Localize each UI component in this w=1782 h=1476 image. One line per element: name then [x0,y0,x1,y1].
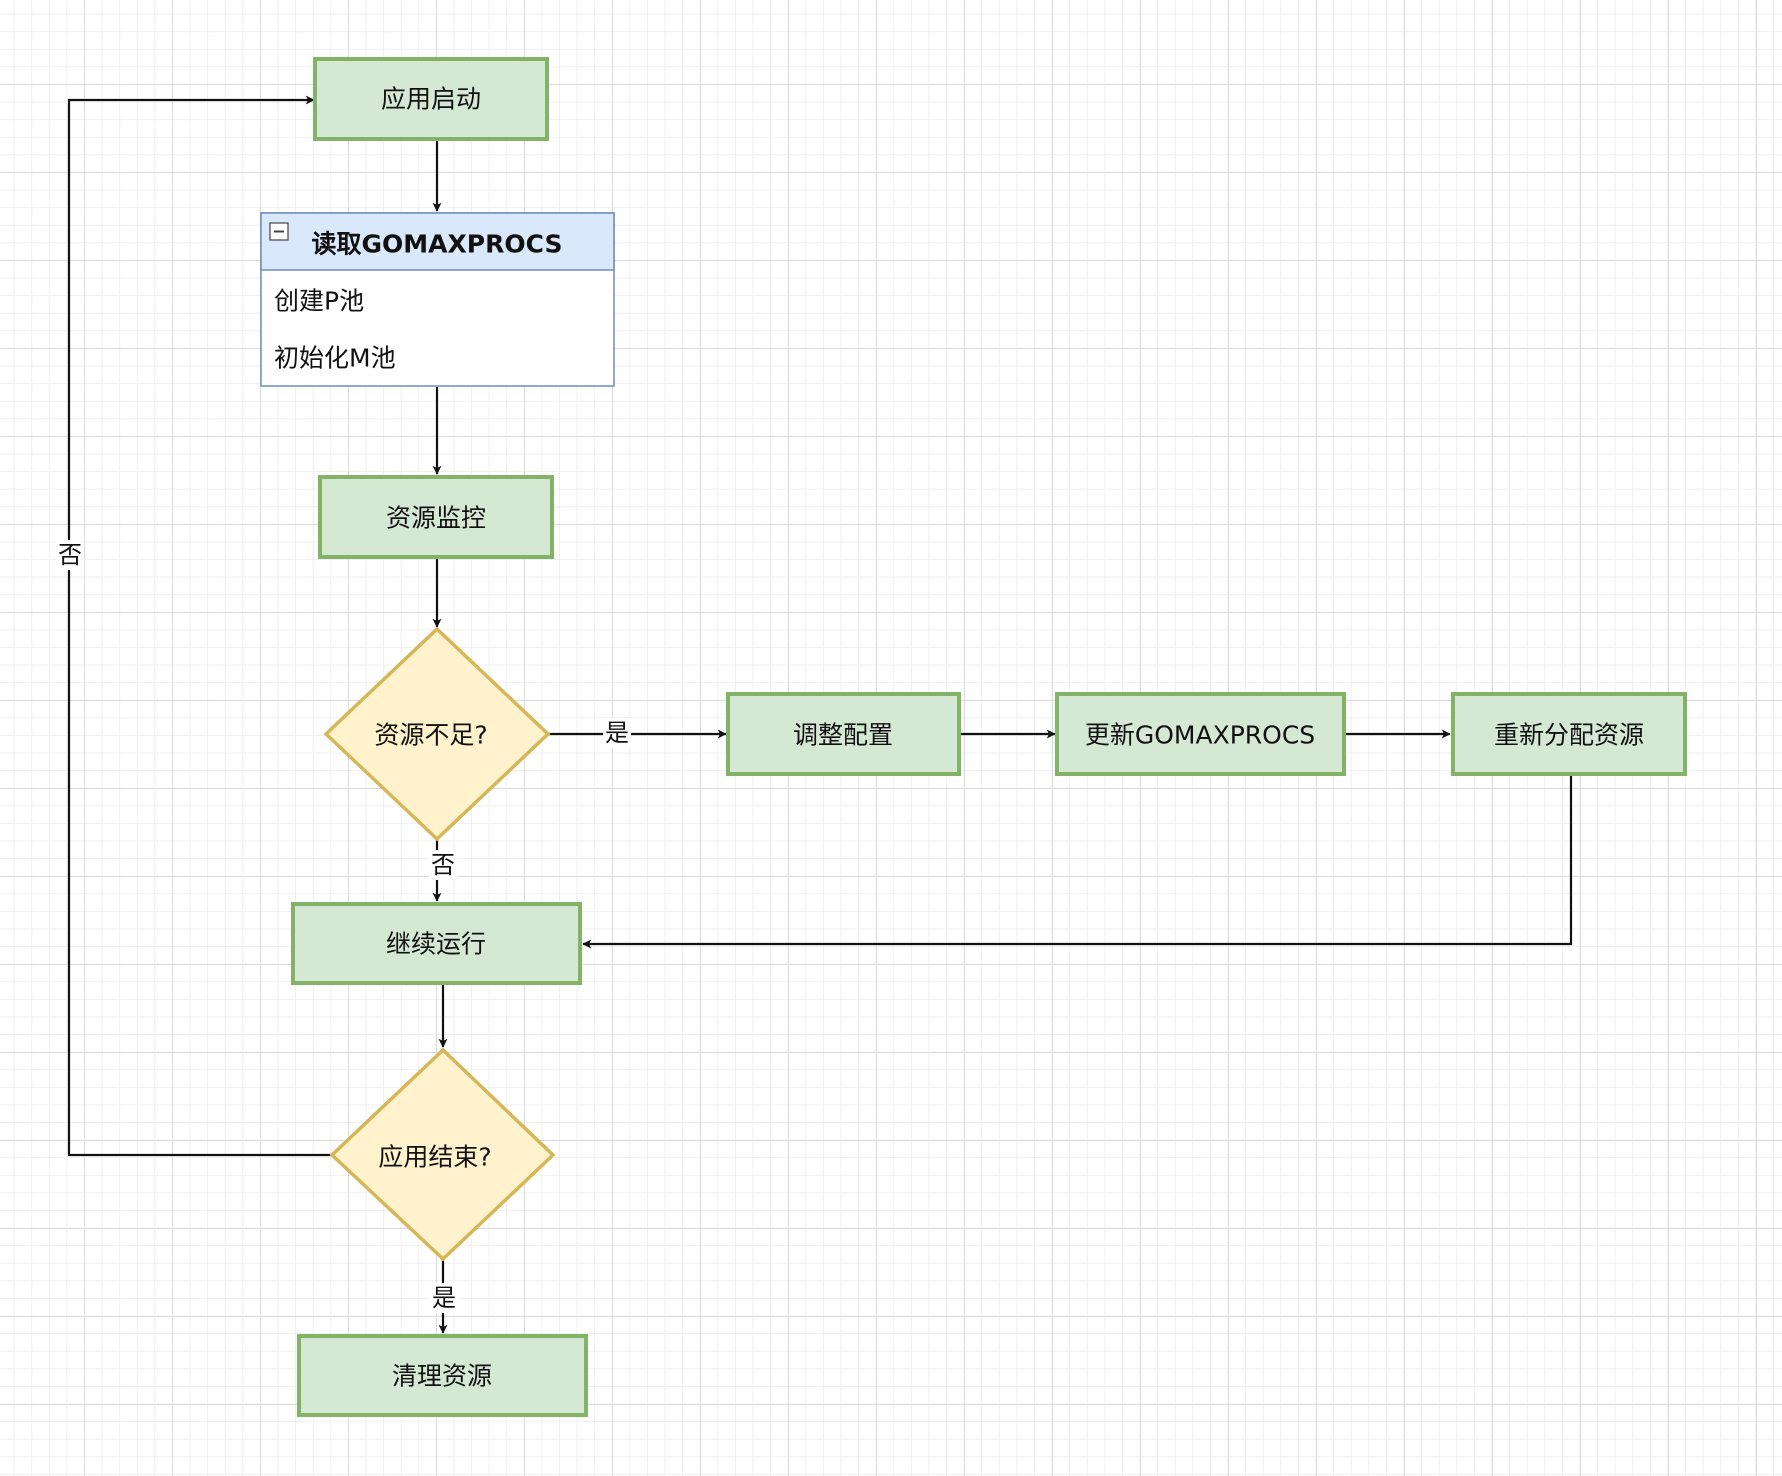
minus-box-icon[interactable] [269,222,289,241]
node-cleanup-label: 清理资源 [392,1362,492,1391]
edge-label-end-yes: 是 [429,1283,459,1313]
edge-reallocate-to-continue [582,775,1573,949]
edge-label-end-no: 否 [56,540,84,570]
init-list-title: 读取GOMAXPROCS [312,230,563,259]
list-item[interactable]: 创建P池 [274,287,364,316]
node-reallocate-label: 重新分配资源 [1494,721,1644,750]
node-adjust[interactable]: 调整配置 [726,692,961,776]
decision-resource[interactable]: 资源不足? [323,626,551,842]
svg-text:是: 是 [605,719,629,747]
svg-text:是: 是 [432,1284,456,1312]
node-adjust-label: 调整配置 [793,721,893,750]
svg-text:否: 否 [58,541,82,569]
init-list-header [260,212,615,271]
node-continue[interactable]: 继续运行 [291,902,582,985]
list-item[interactable]: 初始化M池 [274,344,396,373]
edge-label-resource-yes: 是 [603,718,631,748]
edge-end-decision-loop-back [67,95,331,1157]
node-start[interactable]: 应用启动 [313,57,549,141]
init-list-container[interactable]: 读取GOMAXPROCS 创建P池 初始化M池 [260,212,615,387]
decision-end-label: 应用结束? [378,1143,491,1172]
node-monitor-label: 资源监控 [386,504,486,533]
node-update-label: 更新GOMAXPROCS [1085,721,1315,750]
node-update[interactable]: 更新GOMAXPROCS [1055,692,1346,776]
svg-text:否: 否 [431,851,455,879]
edge-label-resource-no: 否 [429,850,457,880]
decision-resource-label: 资源不足? [374,721,487,750]
node-continue-label: 继续运行 [386,930,486,959]
node-reallocate[interactable]: 重新分配资源 [1451,692,1687,776]
edge-labels: 是 否 是 否 [56,540,631,1313]
node-monitor[interactable]: 资源监控 [318,475,554,559]
edges [67,95,1573,1334]
node-start-label: 应用启动 [381,85,481,114]
node-cleanup[interactable]: 清理资源 [297,1334,588,1417]
decision-end[interactable]: 应用结束? [329,1047,556,1262]
